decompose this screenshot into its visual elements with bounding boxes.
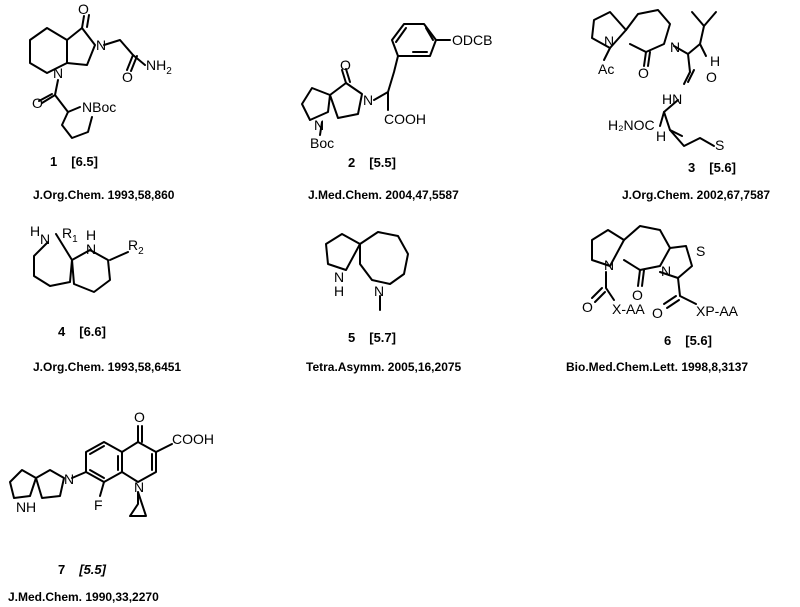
- atom-n3: N: [16, 499, 26, 515]
- atom-r2: R2: [128, 237, 144, 257]
- atom-n2: N: [86, 241, 96, 257]
- atom-n1: N: [314, 117, 324, 133]
- atom-n2: N: [96, 37, 106, 53]
- ring-notation: [5.5]: [369, 155, 396, 170]
- compound-2-structure: [301, 23, 451, 136]
- atom-hn: HN: [662, 91, 682, 107]
- atom-cooh: COOH: [384, 111, 426, 127]
- atom-o2: O: [706, 69, 717, 85]
- compound-number: 5: [348, 330, 356, 345]
- atom-ac: Ac: [598, 61, 614, 77]
- compound-3-label: 3 [5.6]: [688, 160, 736, 175]
- compound-1-structure: [29, 14, 146, 139]
- compound-number: 1: [50, 154, 58, 169]
- compound-3: N Ac O N H O HN H₂NOC H S 3 [5.6] J.Org.C…: [560, 0, 800, 202]
- atom-odcb: ODCB: [452, 32, 492, 48]
- atom-xpaa: XP-AA: [696, 303, 739, 319]
- ring-notation: [5.5]: [79, 562, 106, 577]
- atom-nboc: NBoc: [82, 99, 116, 115]
- atom-o3: O: [32, 95, 43, 111]
- compound-2-label: 2 [5.5]: [348, 155, 396, 170]
- ring-notation: [5.7]: [369, 330, 396, 345]
- compound-4-label: 4 [6.6]: [58, 324, 106, 339]
- atom-o2: O: [582, 299, 593, 315]
- atom-n1: N: [64, 471, 74, 487]
- atom-n2: N: [661, 263, 671, 279]
- atom-n1: N: [604, 257, 614, 273]
- atom-h: H: [334, 283, 344, 299]
- atom-n1: N: [604, 33, 614, 49]
- atom-o1: O: [632, 287, 643, 303]
- atom-s: S: [696, 243, 705, 259]
- atom-h1: H: [710, 53, 720, 69]
- atom-o1: O: [638, 65, 649, 81]
- compound-3-reference: J.Org.Chem. 2002,67,7587: [622, 188, 771, 202]
- atom-h1: H: [30, 223, 40, 239]
- compound-4: H N R1 H N R2 4 [6.6] J.Org.Chem. 1993,58…: [0, 220, 260, 380]
- compound-5: N H N 5 [5.7] Tetra.Asymm. 2005,16,2075: [300, 220, 520, 380]
- atom-h2noc: H₂NOC: [608, 117, 655, 133]
- compound-3-structure: [591, 9, 717, 147]
- atom-o3: O: [652, 305, 663, 321]
- atom-n2: N: [670, 39, 680, 55]
- compound-number: 6: [664, 333, 672, 348]
- compound-number: 3: [688, 160, 696, 175]
- compound-6: N N S O O X-AA O XP-AA 6 [5.6] Bio.Med.Ch…: [560, 220, 800, 380]
- atom-nh2: NH2: [146, 57, 172, 77]
- atom-h2: H: [656, 128, 666, 144]
- compound-7-structure: [9, 425, 173, 517]
- compound-2-reference: J.Med.Chem. 2004,47,5587: [308, 188, 459, 202]
- atom-boc: Boc: [310, 135, 334, 151]
- atom-n2: N: [134, 479, 144, 495]
- atom-cooh: COOH: [172, 431, 214, 447]
- compound-7: O COOH N N F N H 7 [5.5] J.Med.Chem. 1990…: [0, 400, 260, 607]
- compound-7-label: 7 [5.5]: [58, 562, 106, 577]
- compound-1-reference: J.Org.Chem. 1993,58,860: [33, 188, 175, 202]
- compound-4-structure: [33, 233, 129, 293]
- atom-o2: O: [122, 69, 133, 85]
- atom-s: S: [715, 137, 724, 153]
- compound-number: 7: [58, 562, 66, 577]
- atom-r1: R1: [62, 225, 78, 245]
- compound-5-structure: [325, 231, 409, 311]
- ring-notation: [6.6]: [79, 324, 106, 339]
- compound-6-label: 6 [5.6]: [664, 333, 712, 348]
- compound-5-label: 5 [5.7]: [348, 330, 396, 345]
- atom-n1: N: [53, 65, 63, 81]
- atom-o1: O: [340, 57, 351, 73]
- atom-n1: N: [40, 231, 50, 247]
- compound-1-label: 1 [6.5]: [50, 154, 98, 169]
- compound-4-reference: J.Org.Chem. 1993,58,6451: [33, 360, 182, 374]
- atom-xaa: X-AA: [612, 301, 645, 317]
- atom-nh: N: [334, 269, 344, 285]
- compound-7-reference: J.Med.Chem. 1990,33,2270: [8, 590, 159, 604]
- compound-5-reference: Tetra.Asymm. 2005,16,2075: [306, 360, 462, 374]
- atom-f: F: [94, 497, 103, 513]
- atom-h: H: [26, 499, 36, 515]
- atom-h2: H: [86, 227, 96, 243]
- ring-notation: [5.6]: [685, 333, 712, 348]
- ring-notation: [6.5]: [71, 154, 98, 169]
- compound-6-reference: Bio.Med.Chem.Lett. 1998,8,3137: [566, 360, 749, 374]
- ring-notation: [5.6]: [709, 160, 736, 175]
- compound-number: 2: [348, 155, 356, 170]
- atom-n: N: [374, 283, 384, 299]
- atom-o: O: [134, 409, 145, 425]
- atom-o1: O: [78, 1, 89, 17]
- compound-6-structure: [591, 225, 697, 309]
- compound-number: 4: [58, 324, 66, 339]
- compound-1: N O N O NH2 O NBoc 1 [6.5] J.Org.Chem. 19…: [0, 0, 260, 202]
- compound-2: O N N Boc COOH ODCB 2 [5.5] J.Med.Chem. 2…: [270, 0, 540, 202]
- atom-n2: N: [363, 92, 373, 108]
